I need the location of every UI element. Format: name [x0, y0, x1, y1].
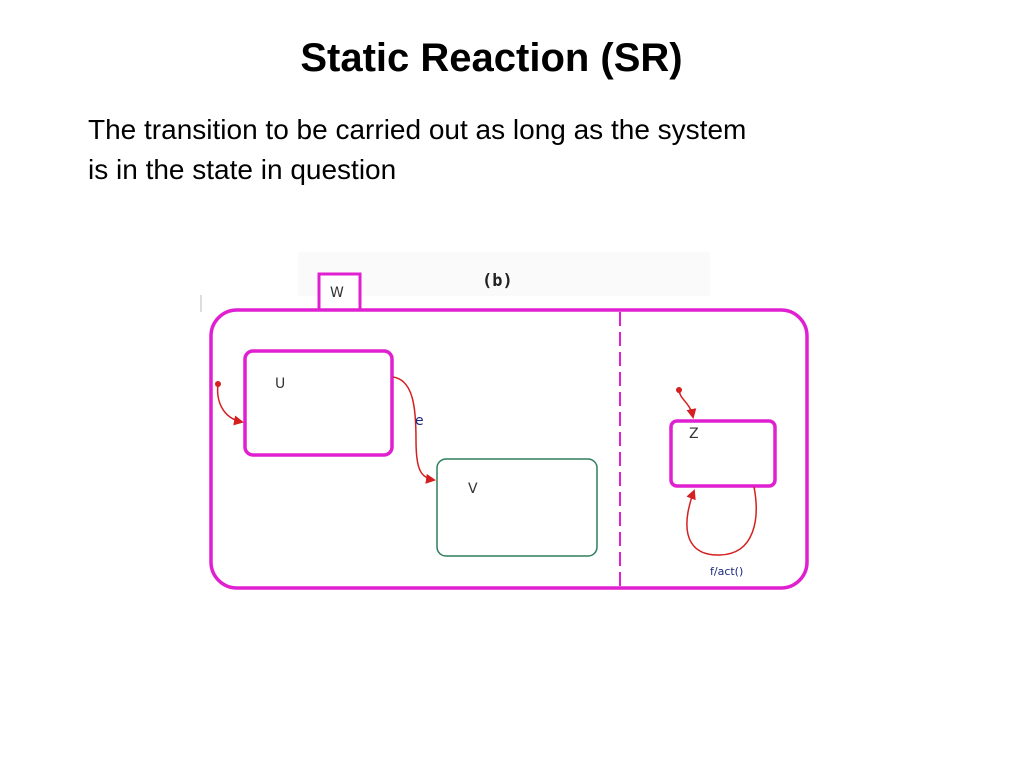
- statechart-figure: (b) W U V e Z: [190, 250, 820, 600]
- superstate-w[interactable]: [209, 308, 809, 590]
- figure-header-background: [298, 252, 710, 296]
- static-reaction-label: f/act(): [710, 565, 743, 578]
- statechart-svg: (b) W U V e Z: [200, 252, 809, 590]
- default-transition-u[interactable]: [216, 383, 244, 426]
- transition-u-v[interactable]: [392, 376, 436, 484]
- state-u[interactable]: [243, 349, 394, 457]
- body-line-1: The transition to be carried out as long…: [88, 114, 747, 145]
- panel-label: (b): [482, 271, 513, 291]
- state-v[interactable]: [436, 458, 598, 557]
- state-z-label: Z: [689, 426, 699, 442]
- superstate-label: W: [330, 285, 344, 301]
- state-v-label: V: [468, 481, 478, 497]
- state-z[interactable]: [669, 419, 777, 488]
- superstate-label-box[interactable]: [317, 272, 362, 312]
- default-transition-z[interactable]: [678, 389, 697, 419]
- state-u-label: U: [275, 376, 285, 392]
- static-reaction-loop[interactable]: [686, 486, 757, 556]
- slide-body-text: The transition to be carried out as long…: [88, 110, 918, 190]
- transition-u-v-label: e: [415, 413, 424, 429]
- body-line-2: is in the state in question: [88, 154, 397, 185]
- slide-title: Static Reaction (SR): [300, 36, 683, 80]
